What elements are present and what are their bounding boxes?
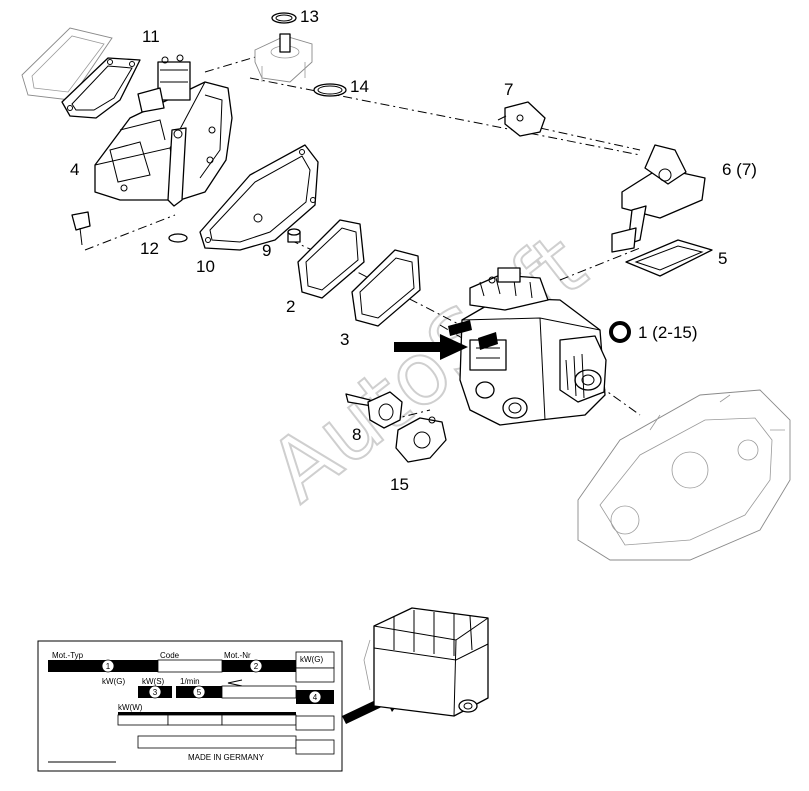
nameplate: Mot.-Typ Code Mot.-Nr kW(G) 1 2 kW(G) kW… — [37, 640, 343, 772]
part-3-gasket — [351, 249, 421, 327]
part-8-drive-hub — [345, 391, 403, 429]
pointer-arrow-pump — [394, 334, 468, 360]
part-13-14-cover — [254, 12, 347, 97]
callout-3: 3 — [340, 330, 349, 349]
callout-11: 11 — [142, 27, 160, 46]
callout-12: 12 — [140, 239, 159, 258]
part-1-injection-pump — [459, 267, 607, 426]
plate-kw-w: kW(W) — [118, 703, 143, 712]
callout-7: 7 — [504, 80, 513, 99]
part-12-pin — [71, 211, 188, 246]
callout-10: 10 — [196, 257, 215, 276]
plate-rpm: 1/min — [180, 677, 200, 686]
part-15-bracket — [395, 416, 447, 463]
part-5-gasket — [625, 239, 713, 277]
part-10-gasket — [199, 144, 319, 251]
callout-9: 9 — [262, 241, 271, 260]
part-4-governor-housing — [94, 54, 233, 207]
pump-nameplate-band — [448, 320, 498, 350]
plate-mot-typ: Mot.-Typ — [52, 651, 84, 660]
engine-block-outline — [577, 389, 791, 561]
part-11-gasket — [21, 27, 141, 119]
part-9-plug — [287, 228, 301, 243]
plate-kw-g-small: kW(G) — [102, 677, 125, 686]
part-7-linkage — [497, 101, 546, 137]
part-6-bracket — [611, 144, 706, 253]
plate-kw-s: kW(S) — [142, 677, 165, 686]
plate-kw-g-top: kW(G) — [300, 655, 323, 664]
callout-labels: 1 (2-15) 2 3 4 5 6 (7) 7 8 9 10 11 12 13… — [70, 7, 757, 494]
plate-made-in: MADE IN GERMANY — [188, 753, 265, 762]
control-module — [363, 607, 489, 717]
plate-field-2: 2 — [254, 662, 259, 671]
part-2-gasket — [297, 219, 365, 299]
callout-15: 15 — [390, 475, 409, 494]
callout-5: 5 — [718, 249, 727, 268]
plate-field-1: 1 — [106, 662, 111, 671]
callout-13: 13 — [300, 7, 319, 26]
plate-field-3: 3 — [153, 688, 158, 697]
plate-code: Code — [160, 651, 180, 660]
callout-14: 14 — [350, 77, 369, 96]
callout-4: 4 — [70, 160, 79, 179]
callout-6: 6 (7) — [722, 160, 757, 179]
plate-field-4: 4 — [313, 693, 318, 702]
plate-mot-nr: Mot.-Nr — [224, 651, 251, 660]
callout-2: 2 — [286, 297, 295, 316]
callout-1: 1 (2-15) — [638, 323, 698, 342]
part-1-ring-symbol — [609, 321, 631, 343]
plate-field-5: 5 — [197, 688, 202, 697]
callout-8: 8 — [352, 425, 361, 444]
